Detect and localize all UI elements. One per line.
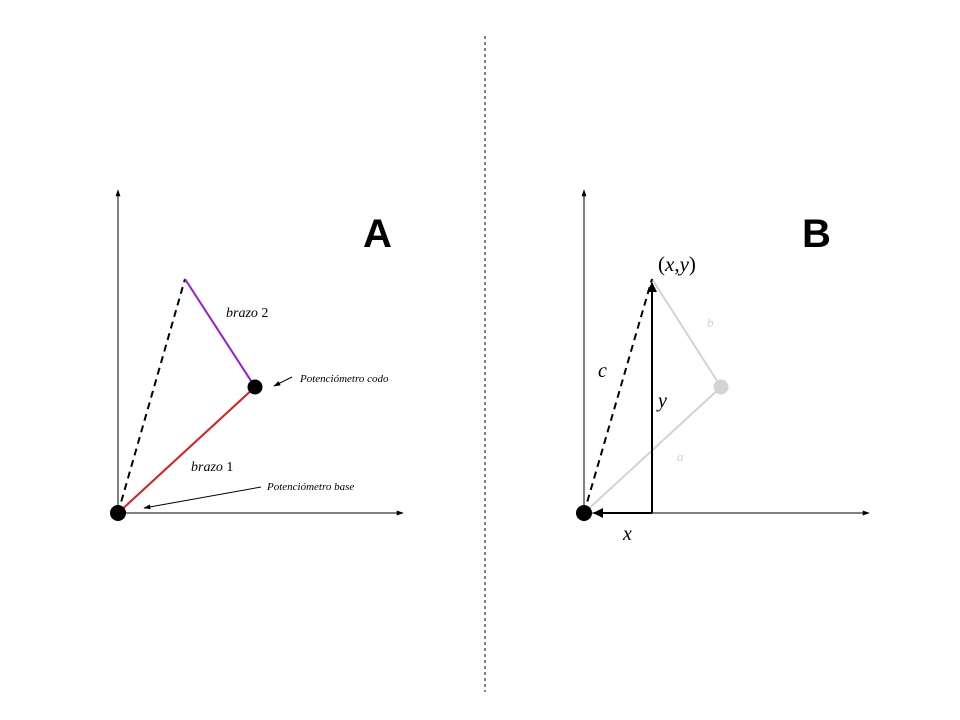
segment-b — [651, 278, 722, 388]
endpoint-coordinate-label: (x,y) — [658, 252, 696, 276]
segment-c — [583, 278, 653, 514]
base-annotation: Potenciómetro base — [266, 481, 354, 493]
base-annotation-arrow — [143, 486, 262, 510]
arm-1-label: brazo 1 — [191, 460, 233, 475]
base-joint — [576, 505, 592, 521]
elbow-annotation: Potenciómetro codo — [299, 373, 389, 385]
c-label: c — [598, 360, 607, 382]
arm-1-segment — [117, 386, 256, 514]
elbow-joint — [247, 379, 263, 395]
elbow-annotation-arrow — [273, 376, 293, 387]
a-label: a — [677, 449, 684, 464]
base-joint — [110, 505, 126, 521]
panel-b: B (x,y) b c y a x — [576, 189, 870, 545]
panel-a-label: A — [363, 212, 392, 256]
arm-2-segment — [184, 278, 256, 388]
panel-a: A brazo 2 brazo 1 Potenciómetro codo Pot… — [110, 189, 404, 521]
reach-line — [117, 278, 186, 514]
arm-2-label: brazo 2 — [226, 306, 268, 321]
elbow-joint-faint — [713, 379, 729, 395]
b-label: b — [707, 315, 714, 330]
x-label: x — [622, 523, 632, 545]
y-label: y — [656, 390, 667, 412]
panel-b-label: B — [802, 212, 831, 256]
